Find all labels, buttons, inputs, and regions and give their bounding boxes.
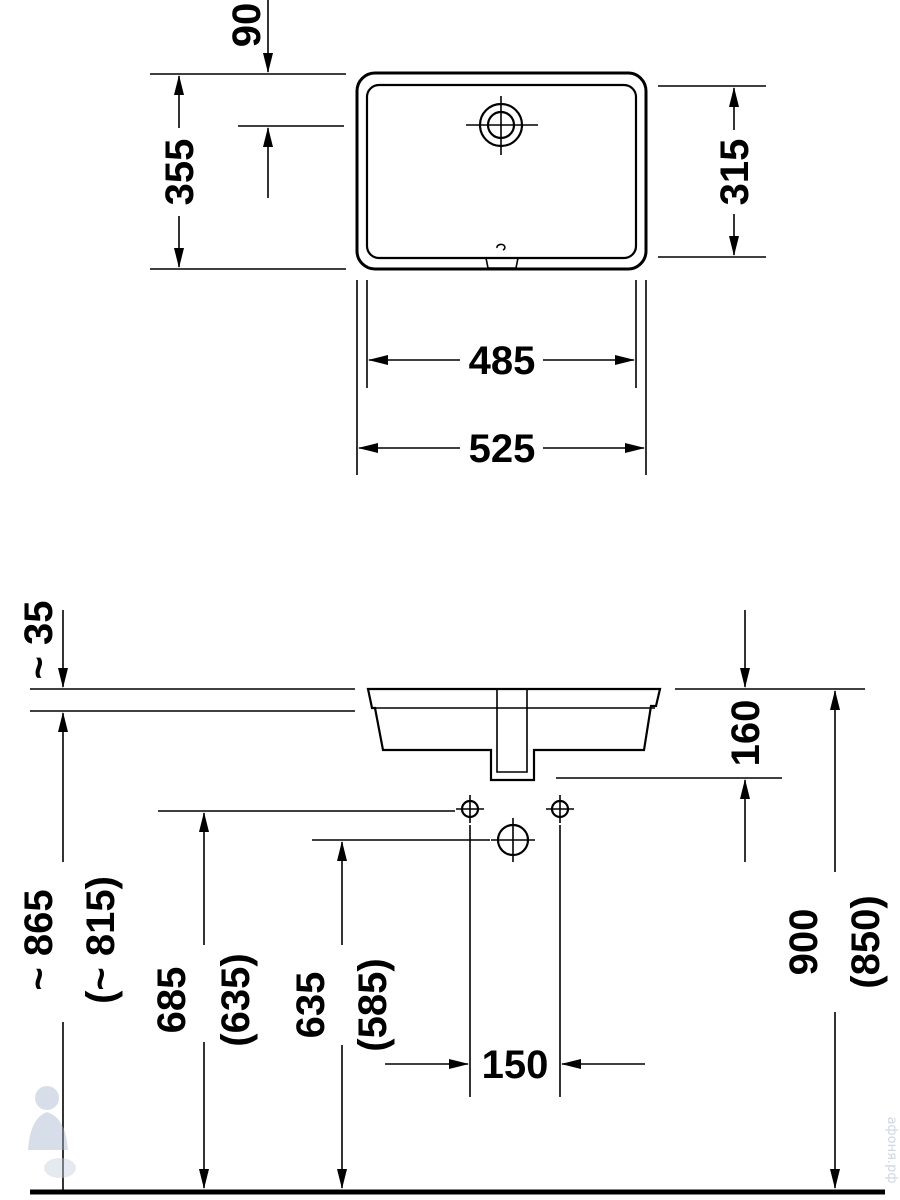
valve-symbol-left	[456, 795, 484, 823]
dimension-160: 160	[556, 610, 782, 862]
dim-label-865: ~ 865	[17, 889, 61, 990]
dimension-865: ~ 865 (~ 815)	[17, 712, 123, 1190]
dim-label-160: 160	[724, 700, 768, 767]
basin-profile-side	[30, 687, 865, 782]
dim-label-150: 150	[482, 1043, 549, 1087]
dimension-485: 485	[366, 280, 637, 388]
top-view: 90 355 315 485	[150, 0, 766, 475]
dim-label-635-paren: (635)	[214, 953, 258, 1046]
dim-label-355: 355	[158, 139, 202, 206]
dimension-90: 90	[225, 0, 344, 198]
drain-symbol-top	[466, 96, 538, 155]
watermark-text: афоня.рф	[884, 1117, 899, 1184]
dimension-900: 900 (850)	[782, 690, 888, 1189]
dim-label-90: 90	[225, 3, 269, 48]
dim-label-900: 900	[782, 909, 826, 976]
dim-label-525: 525	[469, 427, 536, 471]
drain-outlet-symbol	[491, 818, 535, 862]
dim-label-850-paren: (850)	[844, 895, 888, 988]
dim-label-685: 685	[150, 967, 194, 1034]
dimension-635: 635 (585)	[289, 839, 490, 1189]
dimension-35: ~ 35	[17, 601, 68, 688]
basin-outline-top	[355, 71, 648, 271]
dim-label-635: 635	[289, 972, 333, 1039]
dimension-685: 685 (635)	[150, 810, 455, 1189]
dim-label-315: 315	[713, 139, 757, 206]
dim-label-485: 485	[469, 339, 536, 383]
side-view: ~ 35 160 ~ 865 (~ 815) 685 (635)	[17, 601, 888, 1195]
dimension-150: 150	[385, 825, 645, 1097]
dim-label-815: (~ 815)	[79, 876, 123, 1004]
watermark-mascot-icon	[28, 1086, 76, 1178]
dimension-355: 355	[150, 73, 346, 270]
dim-label-585-paren: (585)	[351, 958, 395, 1051]
valve-symbol-right	[546, 795, 574, 823]
dimension-525: 525	[356, 280, 647, 475]
dim-label-35: ~ 35	[17, 601, 61, 680]
dimension-315: 315	[658, 85, 766, 258]
